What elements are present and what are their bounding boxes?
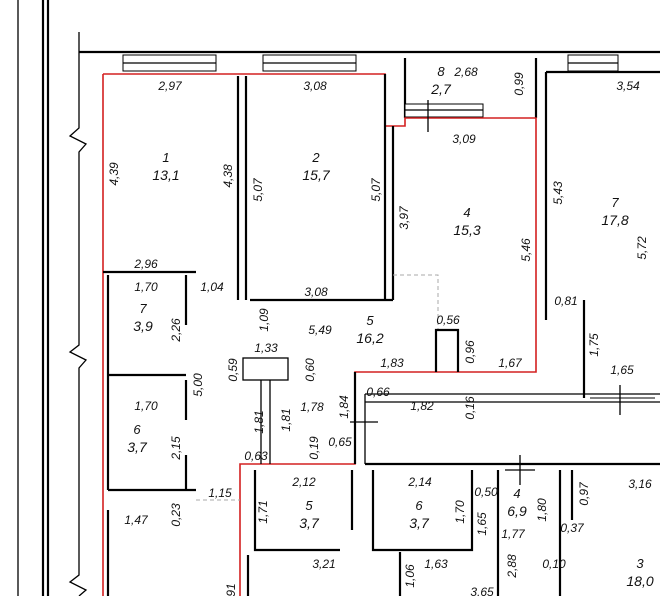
room-area: 2,7 xyxy=(430,81,452,97)
dimension-label: 2,96 xyxy=(133,257,158,271)
break-marks xyxy=(68,32,88,596)
dimension-label: 0,50 xyxy=(474,485,498,499)
dimension-label: 2,68 xyxy=(453,65,478,79)
dimension-label: 3,08 xyxy=(303,79,327,93)
room-area: 3,7 xyxy=(127,439,148,455)
dimension-label: 1,63 xyxy=(424,557,448,571)
windows xyxy=(122,54,619,118)
dimension-label: 3,16 xyxy=(628,477,652,491)
dimension-label: 1,06 xyxy=(403,564,417,588)
dimension-label: 1,65 xyxy=(610,363,634,377)
dimension-label: 1,70 xyxy=(134,399,158,413)
dimension-label: 5,07 xyxy=(251,177,265,202)
dimension-label: 0,65 xyxy=(328,435,352,449)
dimension-label: 1,33 xyxy=(254,341,278,355)
dimension-label: 0,60 xyxy=(303,358,317,382)
dimension-label: 1,70 xyxy=(453,500,467,524)
dimension-label: 1,80 xyxy=(535,498,549,522)
dimension-label: 3,09 xyxy=(452,132,476,146)
dimension-label: 2,15 xyxy=(169,436,183,461)
dimension-label: 5,72 xyxy=(635,236,649,260)
dimension-label: 0,81 xyxy=(554,294,577,308)
room-area: 6,9 xyxy=(507,503,527,519)
exterior-walls xyxy=(79,50,660,320)
dimension-labels: 2,97 3,08 2,68 0,99 3,54 4,39 4,38 5,07 … xyxy=(107,65,652,596)
dimension-label: 1,47 xyxy=(124,513,149,527)
dimension-label: 4,39 xyxy=(107,162,121,186)
room-number: 4 xyxy=(513,486,520,501)
dimension-label: 0,10 xyxy=(542,557,566,571)
dimension-label: 1,83 xyxy=(380,356,404,370)
interior-walls xyxy=(103,74,660,596)
dimension-label: 2,14 xyxy=(407,475,432,489)
dimension-label: 0,23 xyxy=(169,503,183,527)
dimension-label: 1,78 xyxy=(300,400,324,414)
dimension-label: 91 xyxy=(224,583,238,596)
dimension-label: 1,70 xyxy=(134,280,158,294)
dimension-label: 1,04 xyxy=(200,280,224,294)
dimension-label: 0,96 xyxy=(463,340,477,364)
room-number: 7 xyxy=(139,301,147,316)
door-marks xyxy=(350,100,621,485)
dimension-label: 1,67 xyxy=(498,356,523,370)
room-area: 15,3 xyxy=(453,222,480,238)
dimension-label: 1,75 xyxy=(587,333,601,357)
dimension-label: 2,97 xyxy=(157,79,183,93)
dimension-label: 1,77 xyxy=(501,527,526,541)
dimension-label: 5,07 xyxy=(369,177,383,202)
room-number: 3 xyxy=(636,556,644,571)
frame-lines xyxy=(17,0,50,596)
dimension-label: 3,97 xyxy=(397,205,411,230)
dimension-label: 0,99 xyxy=(512,72,526,96)
dimension-label: 3,21 xyxy=(312,557,335,571)
room-area: 15,7 xyxy=(302,167,330,183)
dimension-label: 1,81 xyxy=(279,408,293,431)
dimension-label: 1,09 xyxy=(257,308,271,332)
dimension-label: 3,65 xyxy=(470,585,494,596)
room-area: 3,9 xyxy=(133,318,153,334)
room-number: 8 xyxy=(437,64,445,79)
dimension-label: 5,46 xyxy=(519,238,533,262)
dimension-label: 0,59 xyxy=(226,358,240,382)
room-area: 3,7 xyxy=(299,515,320,531)
room-number: 7 xyxy=(611,195,619,210)
dimension-label: 0,66 xyxy=(366,385,390,399)
dimension-label: 4,38 xyxy=(221,164,235,188)
dimension-label: 2,88 xyxy=(505,554,519,579)
dimension-label: 3,54 xyxy=(616,79,640,93)
dimension-label: 2,12 xyxy=(291,475,316,489)
dimension-label: 1,15 xyxy=(208,486,232,500)
room-area: 18,0 xyxy=(626,573,653,589)
dimension-label: 5,00 xyxy=(191,373,205,397)
dimension-label: 2,26 xyxy=(169,318,183,343)
dimension-label: 0,19 xyxy=(307,436,321,460)
room-number: 4 xyxy=(463,205,470,220)
room-number: 5 xyxy=(305,498,313,513)
room-number: 6 xyxy=(133,422,141,437)
dimension-label: 1,71 xyxy=(256,500,270,523)
dimension-label: 0,97 xyxy=(577,481,591,506)
room-area: 13,1 xyxy=(152,167,179,183)
dimension-label: 1,84 xyxy=(337,395,351,419)
room-area: 17,8 xyxy=(601,212,628,228)
room-area: 16,2 xyxy=(356,330,383,346)
room-number: 1 xyxy=(162,150,169,165)
dimension-label: 5,49 xyxy=(308,323,332,337)
room-area: 3,7 xyxy=(409,515,430,531)
dimension-label: 0,56 xyxy=(436,313,460,327)
dimension-label: 0,37 xyxy=(560,521,585,535)
dimension-label: 5,43 xyxy=(551,181,565,205)
dimension-label: 0,16 xyxy=(463,396,477,420)
dimension-label: 3,08 xyxy=(304,285,328,299)
dimension-label: 1,65 xyxy=(475,512,489,536)
dimension-label: 1,81 xyxy=(252,410,266,433)
room-number: 6 xyxy=(415,498,423,513)
room-number: 2 xyxy=(311,150,320,165)
dimension-label: 1,82 xyxy=(410,399,434,413)
room-number: 5 xyxy=(366,313,374,328)
dimension-label: 0,63 xyxy=(244,449,268,463)
room-labels: 1 13,1 2 15,7 8 2,7 4 15,3 7 17,8 7 3,9 … xyxy=(127,64,654,589)
